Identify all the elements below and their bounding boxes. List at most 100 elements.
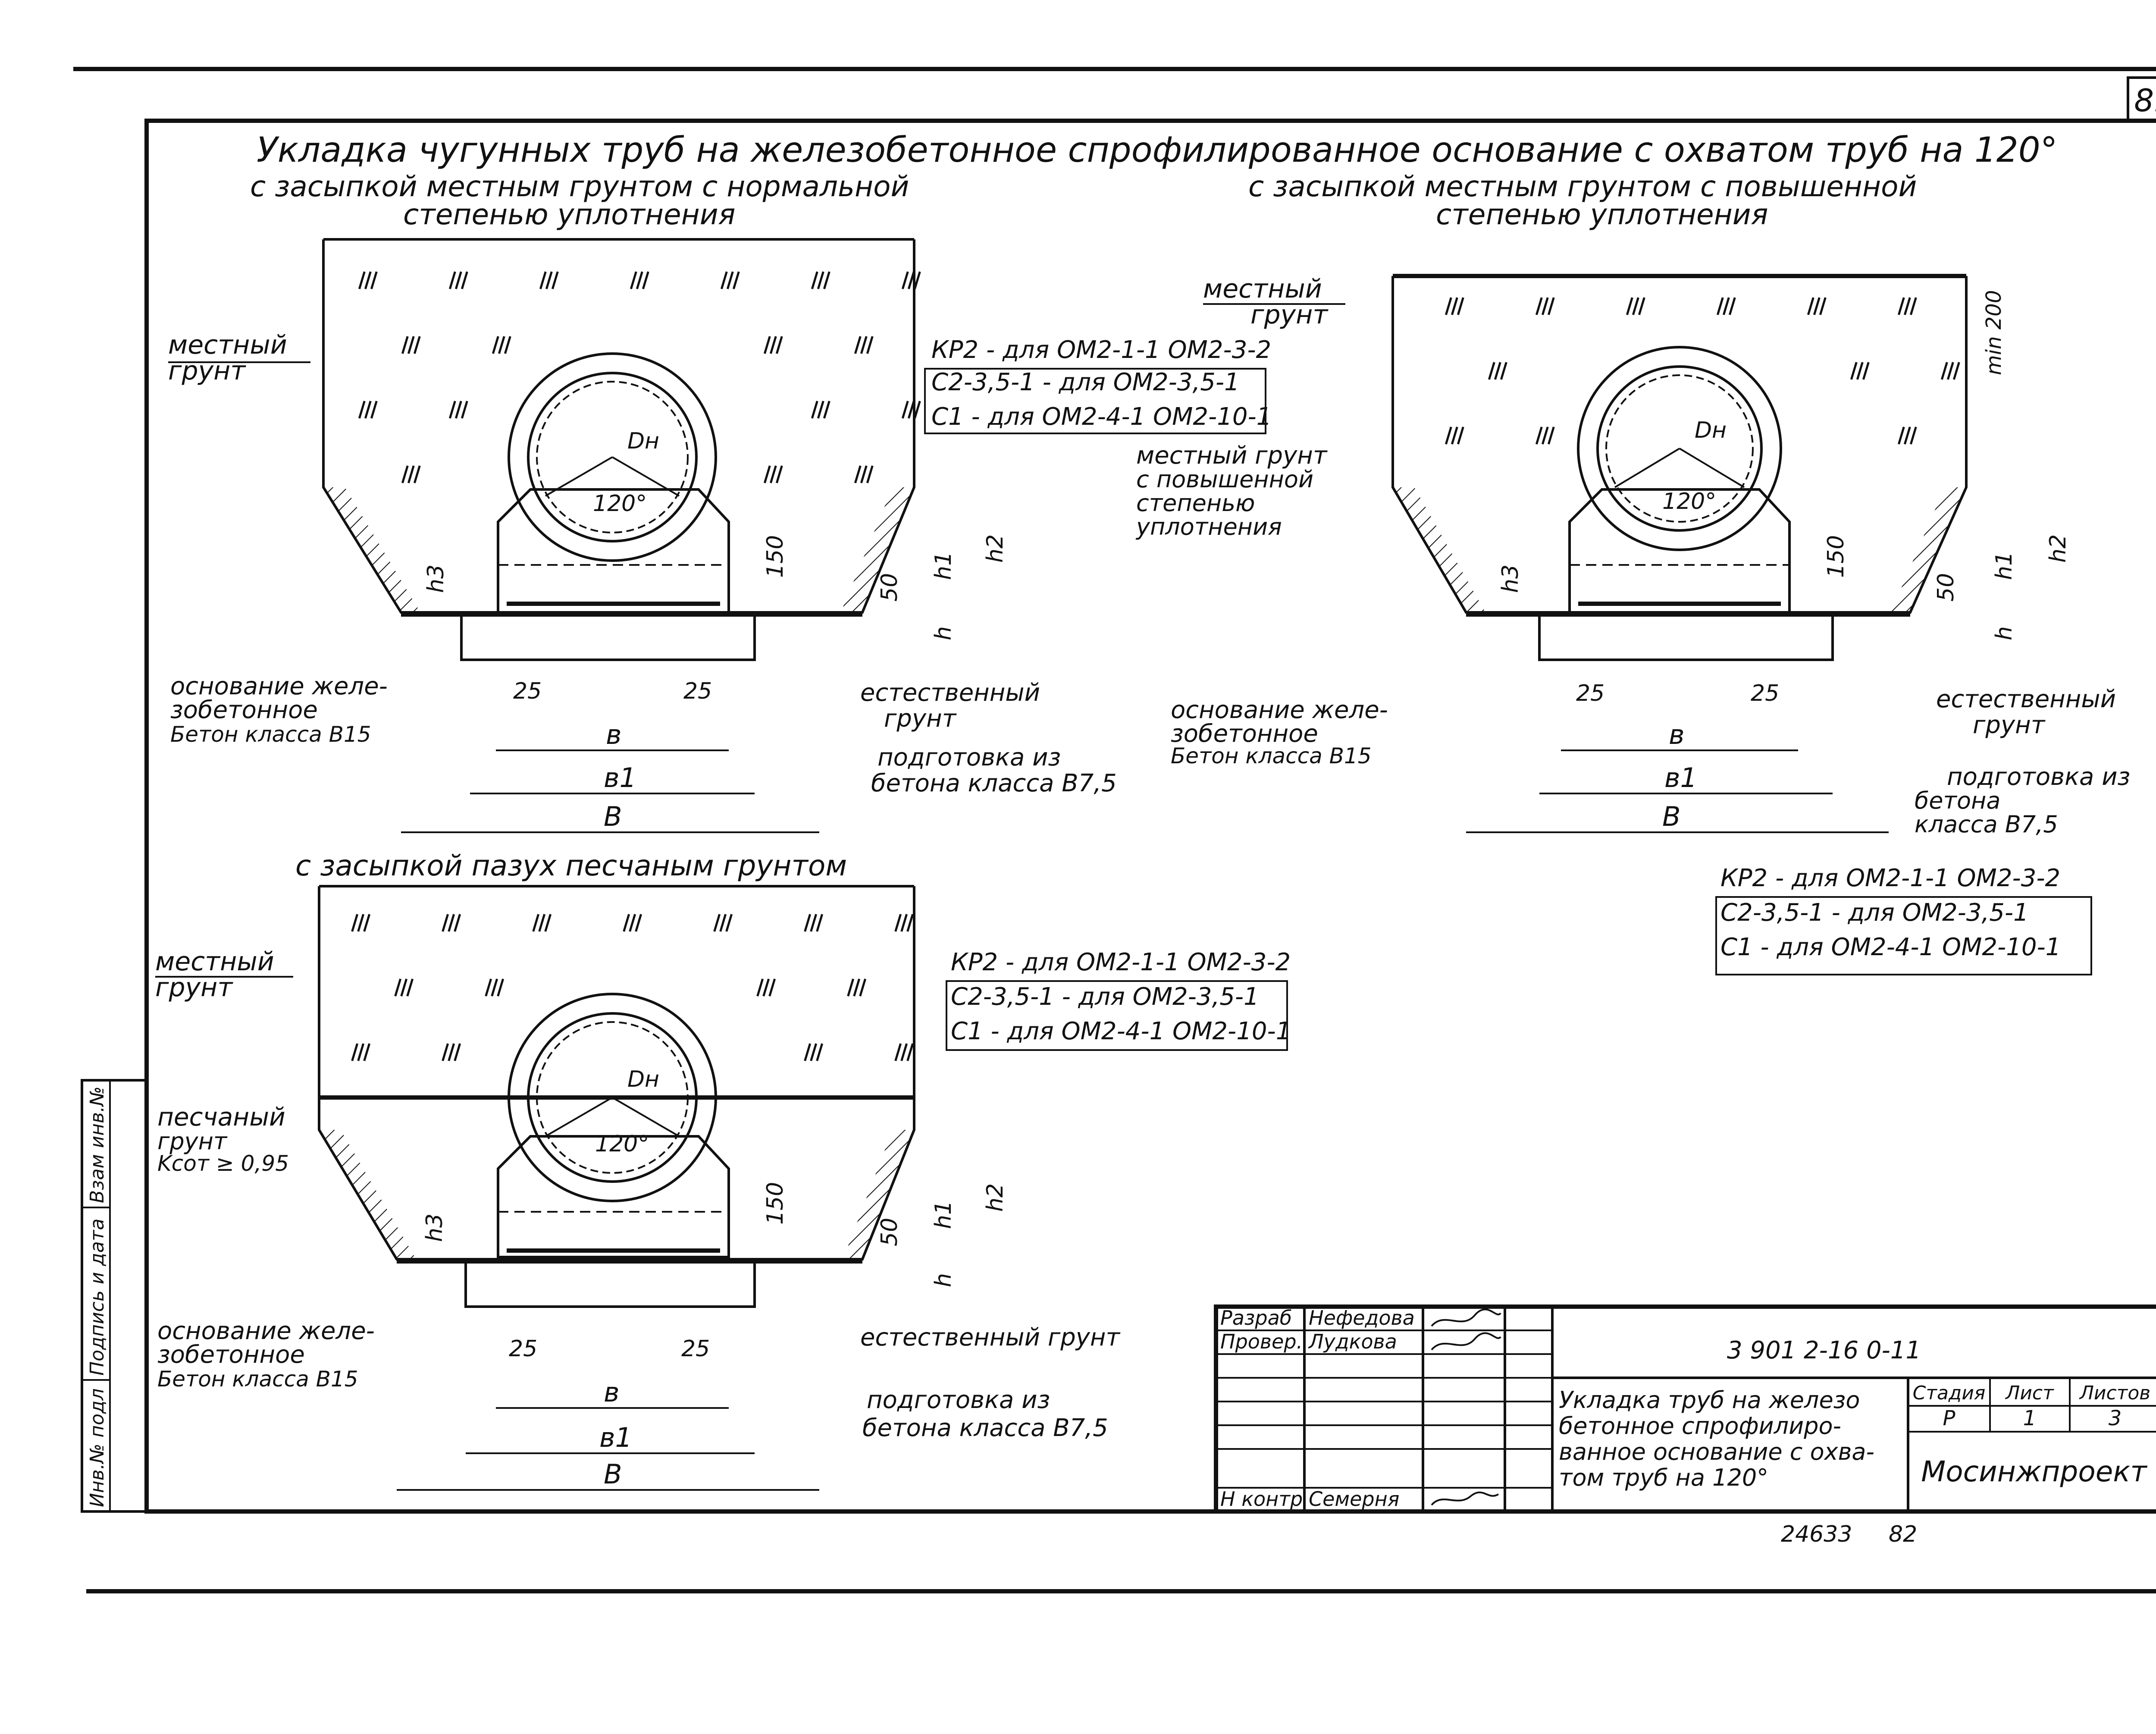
soil-hatch-stroke [454, 1043, 461, 1061]
section3-sand-line2: грунт [157, 1128, 228, 1155]
section2-reinf-line3: С1 - для ОМ2-4-1 ОМ2-10-1 [1720, 933, 2061, 961]
soil-hatch-stroke [539, 271, 547, 289]
soil-hatch-stroke [1856, 362, 1864, 380]
tb-role-checker: Провер. [1220, 1330, 1303, 1353]
section2-diameter-label: Dн [1695, 417, 1727, 443]
soil-hatch-stroke [894, 1043, 902, 1061]
soil-hatch-stroke [351, 1043, 359, 1061]
section3-concrete-preparation [464, 1260, 756, 1308]
side-stamp-box [81, 1079, 148, 1513]
soil-hatch-stroke [407, 336, 415, 354]
section2-angle-label: 120° [1662, 489, 1716, 514]
tb-stage-value: Р [1943, 1406, 1955, 1430]
section2-prep-line2: бетона [1915, 787, 2000, 814]
section2-profiled-base [1568, 488, 1791, 614]
soil-hatch-stroke [817, 401, 824, 419]
page-number: 81 [2134, 82, 2156, 119]
section2-reinf-line1: КР2 - для ОМ2-1-1 ОМ2-3-2 [1720, 864, 2060, 892]
section2-prep-line1: подготовка из [1947, 763, 2130, 791]
soil-hatch-stroke [775, 336, 783, 354]
soil-hatch-stroke [1946, 362, 1954, 380]
tb-desc-line2: бетонное спрофилиро- [1559, 1412, 1841, 1439]
tb-organization: Мосинжпроект [1921, 1455, 2148, 1488]
tb-doc-code: 3 901 2-16 0-11 [1727, 1336, 1921, 1364]
soil-hatch-stroke [1494, 362, 1501, 380]
soil-hatch-stroke [442, 914, 449, 932]
section2-prep-line3: класса В7,5 [1915, 811, 2058, 838]
section2-pipe-inner [1596, 365, 1763, 532]
section3-local-soil-line1: местный [155, 947, 274, 977]
section1-angle-label: 120° [593, 491, 647, 517]
soil-hatch-stroke [719, 914, 727, 932]
soil-hatch-stroke [492, 336, 499, 354]
soil-hatch-stroke [448, 914, 455, 932]
soil-hatch-stroke [394, 978, 402, 997]
soil-hatch-stroke [363, 1043, 371, 1061]
tb-signature-normcontrol [1431, 1491, 1499, 1506]
right-subtitle-line2: степенью уплотнения [1436, 198, 1768, 231]
section2-angle-ray-left [1614, 448, 1680, 488]
soil-hatch-stroke [906, 914, 914, 932]
section2-natural-soil-line2: грунт [1973, 711, 2046, 739]
section3-h: h [931, 1273, 956, 1287]
soil-hatch-stroke [400, 978, 408, 997]
soil-hatch-stroke [357, 1043, 365, 1061]
soil-hatch-stroke [769, 336, 777, 354]
section1-h2: h2 [982, 534, 1008, 563]
soil-hatch-stroke [823, 271, 830, 289]
soil-hatch-stroke [370, 271, 378, 289]
left-subtitle-line1: с засыпкой местным грунтом с нормальной [250, 170, 909, 203]
soil-hatch-stroke [485, 978, 492, 997]
soil-hatch-stroke [630, 271, 637, 289]
soil-hatch-stroke [623, 914, 630, 932]
section1-50: 50 [877, 573, 903, 602]
soil-hatch-stroke [448, 401, 456, 419]
tb-signature-checker [1431, 1332, 1501, 1351]
soil-hatch-stroke [629, 914, 636, 932]
soil-hatch-stroke [907, 271, 915, 289]
section3-base-line2: зобетонное [157, 1341, 305, 1369]
section1-local-soil-line2: грунт [168, 356, 246, 386]
section3-b1: в1 [599, 1422, 632, 1453]
soil-hatch-stroke [1940, 362, 1948, 380]
soil-hatch-stroke [866, 465, 874, 483]
soil-hatch-stroke [357, 914, 365, 932]
tb-name-checker: Лудкова [1308, 1330, 1397, 1353]
soil-hatch-stroke [713, 914, 721, 932]
soil-hatch-stroke [1547, 426, 1555, 445]
tb-role-normcontrol: Н контр [1220, 1487, 1303, 1511]
section3-base-line3: Бетон класса В15 [157, 1367, 358, 1392]
soil-hatch-stroke [1909, 297, 1917, 315]
soil-hatch-stroke [358, 271, 366, 289]
section1-B: В [604, 801, 622, 832]
section1-b1: в1 [604, 762, 636, 793]
soil-hatch-stroke [454, 914, 461, 932]
section2-dense-soil-line4: уплотнения [1135, 513, 1282, 540]
soil-hatch-stroke [913, 271, 921, 289]
soil-hatch-stroke [1909, 426, 1917, 445]
soil-hatch-stroke [1632, 297, 1639, 315]
section2-25-right: 25 [1751, 680, 1779, 706]
soil-hatch-stroke [1819, 297, 1827, 315]
title-block-frame [1214, 1304, 2156, 1514]
soil-hatch-stroke [1952, 362, 1960, 380]
tb-sheet-value: 1 [2023, 1406, 2037, 1430]
section1-base-line2: зобетонное [170, 696, 318, 724]
soil-hatch-stroke [763, 336, 771, 354]
section-high-compaction: Dн 120° местный грунт местный грунт с по… [1135, 274, 2130, 975]
soil-hatch-stroke [551, 271, 559, 289]
soil-hatch-stroke [854, 465, 862, 483]
soil-hatch-stroke [497, 978, 505, 997]
soil-hatch-stroke [544, 914, 552, 932]
section1-150: 150 [762, 535, 788, 578]
tb-role-developer: Разраб [1220, 1306, 1292, 1330]
soil-hatch-stroke [1862, 362, 1870, 380]
section1-pipe-lining [536, 381, 689, 533]
right-subtitle-line1: с засыпкой местным грунтом с повышенной [1248, 170, 1917, 203]
soil-hatch-stroke [1903, 297, 1911, 315]
soil-hatch-stroke [642, 271, 649, 289]
soil-hatch-stroke [498, 336, 505, 354]
section3-sand-line1: песчаный [157, 1102, 285, 1132]
section1-prep-line1: подготовка из [877, 743, 1061, 771]
